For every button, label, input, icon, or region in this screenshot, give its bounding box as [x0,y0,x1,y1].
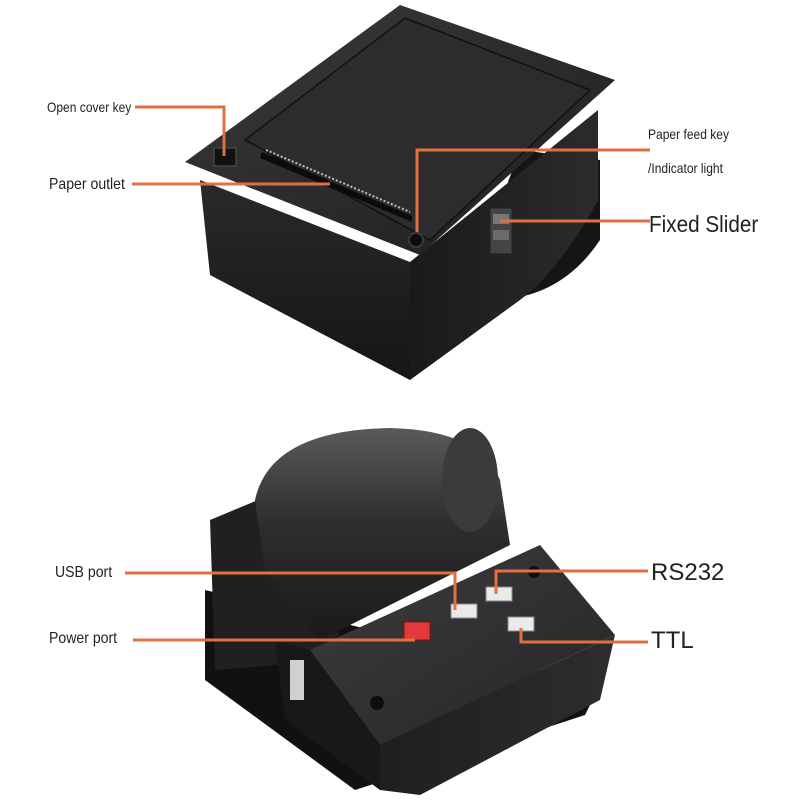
line-rs232 [494,569,648,594]
line-open-cover-key [135,105,226,156]
callout-paper-feed-key: Paper feed key [648,126,729,142]
callout-indicator-light: /Indicator light [648,160,723,176]
printer-bottom-view [205,428,615,795]
callout-lines [125,105,650,644]
printer-top-view [185,5,615,380]
callout-usb-port: USB port [55,564,113,581]
line-feed-key [415,148,650,232]
line-usb-port [125,571,457,610]
callout-fixed-slider: Fixed Slider [649,211,759,237]
callout-open-cover-key: Open cover key [47,99,132,115]
callout-ttl: TTL [651,627,694,654]
callout-power-port: Power port [49,630,118,647]
callout-rs232: RS232 [651,559,725,586]
line-ttl [519,628,648,644]
callout-paper-outlet: Paper outlet [49,176,125,193]
